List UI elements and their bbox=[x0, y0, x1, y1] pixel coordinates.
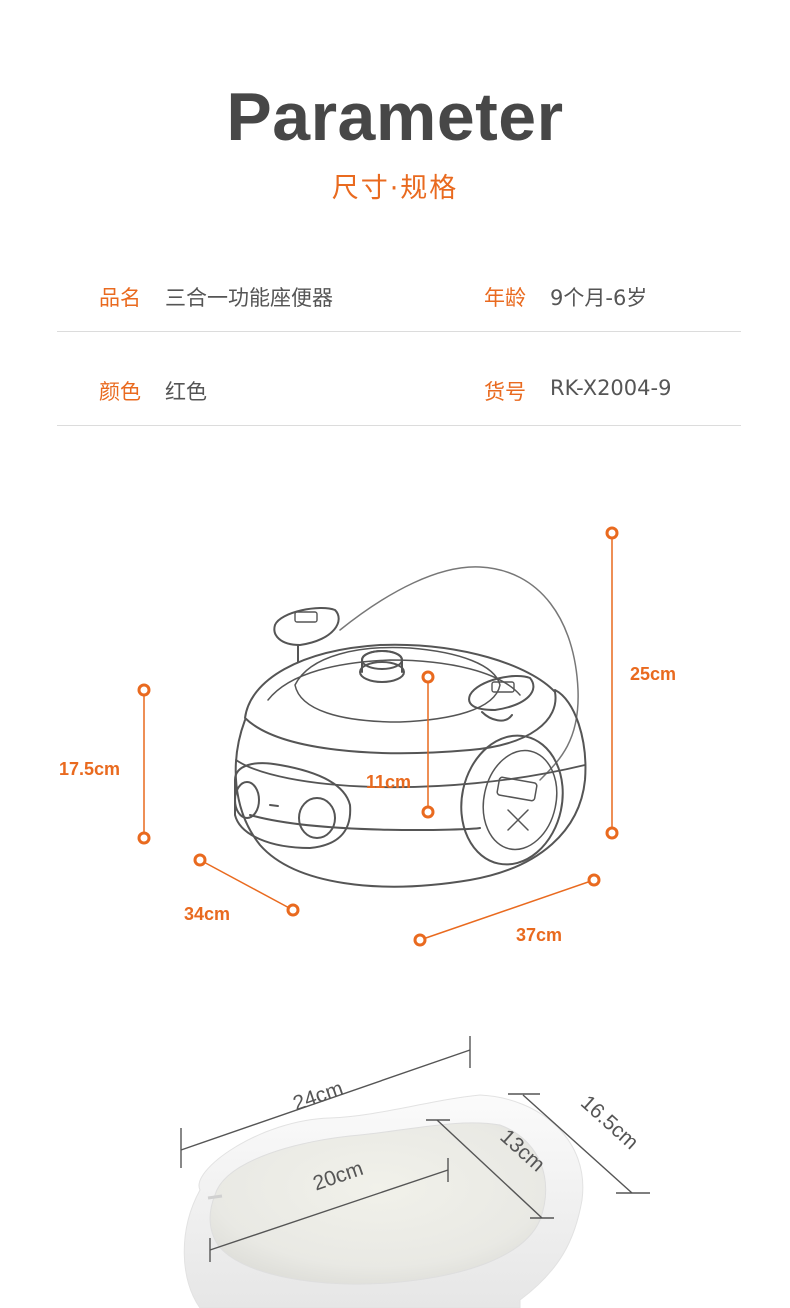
spec-label-color: 颜色 bbox=[99, 380, 141, 404]
spec-value-age: 9个月-6岁 bbox=[550, 286, 648, 310]
spec-label-sku: 货号 bbox=[484, 380, 526, 404]
spec-label-name: 品名 bbox=[99, 286, 141, 310]
width-label: 37cm bbox=[516, 925, 563, 945]
body-height-label: 17.5cm bbox=[59, 759, 121, 779]
inner-height-label: 11cm bbox=[366, 772, 412, 792]
spec-row-1: 品名 三合一功能座便器 年龄 9个月-6岁 bbox=[57, 272, 741, 332]
spec-value-color: 红色 bbox=[165, 380, 207, 404]
depth-label: 34cm bbox=[184, 904, 231, 924]
spec-row-2: 颜色 红色 货号 RK-X2004-9 bbox=[57, 366, 741, 426]
spec-value-sku: RK-X2004-9 bbox=[550, 376, 672, 400]
seat-outer-width-label: 16.5cm bbox=[576, 1091, 643, 1154]
spec-value-name: 三合一功能座便器 bbox=[165, 286, 333, 310]
page-subtitle: 尺寸·规格 bbox=[331, 173, 459, 204]
seat-outer-length-label: 24cm bbox=[290, 1077, 346, 1115]
page-title: Parameter bbox=[226, 79, 564, 155]
spec-label-age: 年龄 bbox=[484, 286, 526, 310]
total-height-label: 25cm bbox=[630, 664, 677, 684]
